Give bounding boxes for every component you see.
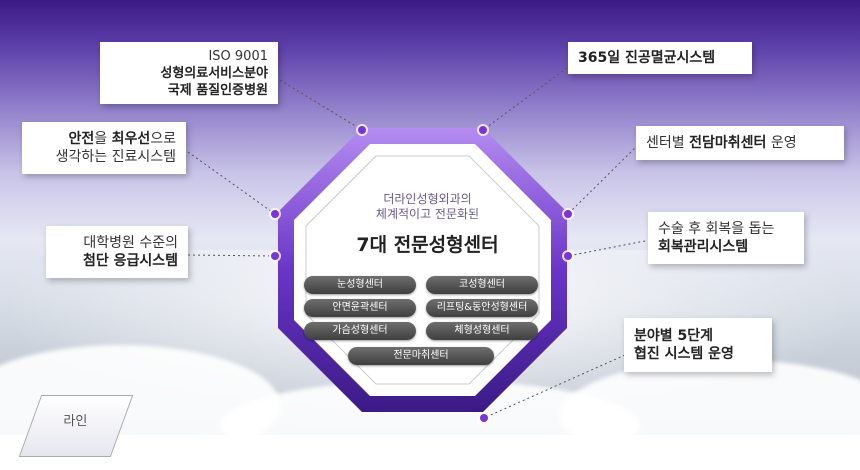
pill-eye-center[interactable]: 눈성형센터 [304,276,416,294]
connector-dot [271,210,279,218]
connector-dot [358,126,366,134]
recovery-line-2: 회복관리시스템 [658,239,749,255]
center-title: 7대 전문성형센터 [356,234,499,256]
connector-dot [564,252,572,260]
connector-dot [564,210,572,218]
card-iso-certification: ISO 9001 성형의료서비스분야 국제 품질인증병원 [100,42,278,104]
card-emergency-system: 대학병원 수준의 첨단 응급시스템 [46,226,188,278]
card-safety-first: 안전을 최우선으로 생각하는 진료시스템 [22,122,186,174]
connector-dot [271,252,279,260]
safety-end: 으로 [150,131,176,147]
connector-dot [480,414,488,422]
pill-lifting-center[interactable]: 리프팅&동안성형센터 [426,299,538,317]
safety-bold-1: 안전 [68,131,95,147]
card-cooperation: 분야별 5단계 협진 시스템 운영 [624,318,772,372]
sterile-text: 365일 진공멸균시스템 [578,50,716,66]
recovery-line-1: 수술 후 회복을 돕는 [658,221,775,237]
pill-anesthesia-center[interactable]: 전문마취센터 [348,347,494,365]
anesthesia-post: 운영 [766,135,797,151]
connector-dot [479,126,487,134]
anesthesia-bold: 전담마취센터 [689,135,767,151]
safety-bold-2: 최우선 [111,131,151,147]
iso-line-1: ISO 9001 [208,49,268,64]
iso-line-3: 국제 품질인증병원 [167,83,268,98]
iso-line-2: 성형의료서비스분야 [160,66,268,81]
octagon-frame [278,128,567,412]
center-subtitle: 더라인성형외과의 체계적이고 전문화된 [330,192,525,222]
anesthesia-pre: 센터별 [646,135,690,151]
subtitle-line-1: 더라인성형외과의 [383,192,472,206]
pill-body-center[interactable]: 체형성형센터 [426,322,538,340]
logo-text: 라인 [63,414,88,429]
safety-line-2: 생각하는 진료시스템 [55,149,176,165]
pill-nose-center[interactable]: 코성형센터 [426,276,538,294]
emergency-line-2: 첨단 응급시스템 [82,253,178,269]
pill-breast-center[interactable]: 가슴성형센터 [304,322,416,340]
cooperate-line-2: 협진 시스템 운영 [634,346,734,362]
card-anesthesia: 센터별 전담마취센터 운영 [636,126,844,160]
card-sterilization: 365일 진공멸균시스템 [568,42,752,74]
pill-contour-center[interactable]: 안면윤곽센터 [304,299,416,317]
emergency-line-1: 대학병원 수준의 [83,235,178,251]
connector-lines [187,61,651,419]
cooperate-line-1: 분야별 5단계 [634,328,714,344]
card-recovery: 수술 후 회복을 돕는 회복관리시스템 [648,212,804,264]
safety-mid: 을 [94,131,112,147]
subtitle-line-2: 체계적이고 전문화된 [375,207,480,221]
